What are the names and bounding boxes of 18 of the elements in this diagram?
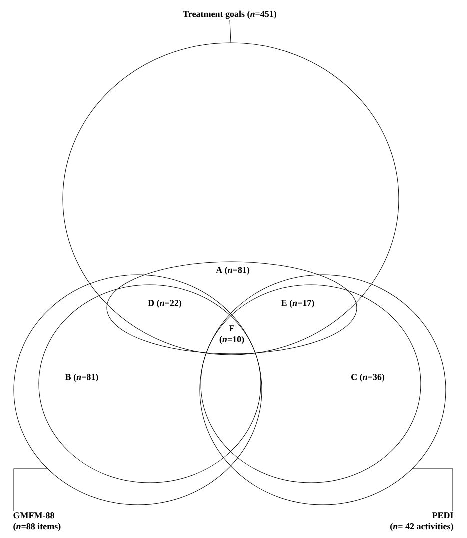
leader-line	[230, 20, 232, 43]
leader-line	[412, 468, 454, 512]
region-label: D (n=22)	[148, 300, 182, 308]
leader-line	[14, 468, 48, 512]
venn-circle	[14, 274, 262, 506]
node-label: PEDI (n= 42 activities)	[390, 512, 454, 532]
venn-circle	[62, 42, 400, 356]
venn-circle	[200, 274, 446, 506]
region-label: E (n=17)	[281, 300, 314, 308]
node-label: Treatment goals (n=451)	[183, 10, 276, 20]
venn-circle	[200, 284, 422, 484]
region-label: C (n=36)	[352, 374, 385, 382]
venn-circle	[106, 262, 358, 354]
node-label: GMFM-88 (n=88 items)	[14, 512, 61, 532]
region-label: A (n=81)	[216, 266, 250, 276]
region-label: F (n=10)	[220, 326, 244, 344]
venn-circle	[38, 284, 262, 484]
region-label: B (n=81)	[65, 374, 98, 382]
